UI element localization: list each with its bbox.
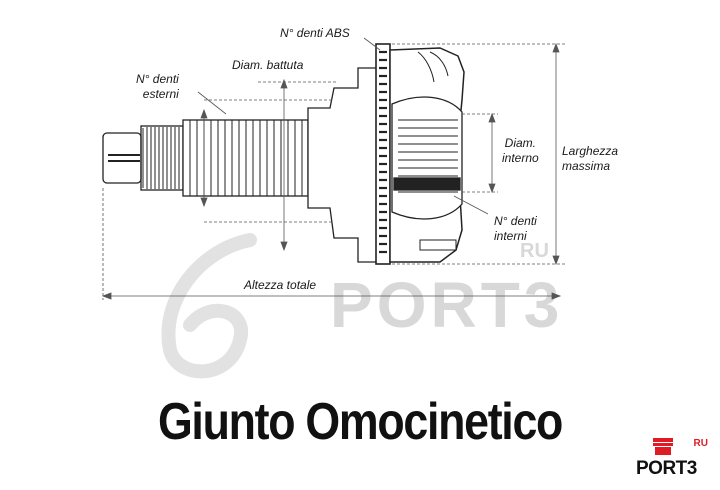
watermark-text: PORT3 (330, 269, 564, 341)
piston-icon (653, 438, 673, 455)
thread-lines (142, 127, 180, 189)
watermark-suffix: RU (520, 240, 549, 262)
label-max-width: Larghezza massima (562, 144, 618, 174)
dimension-lines (101, 37, 566, 300)
label-outer-teeth-line1: N° denti (136, 72, 179, 86)
cv-joint-drawing (101, 37, 566, 300)
label-max-width-line2: massima (562, 159, 611, 173)
abs-teeth (379, 50, 387, 254)
label-inner-diameter: Diam. interno (502, 136, 539, 166)
label-total-height: Altezza totale (244, 278, 317, 292)
label-inner-diameter-line1: Diam. (504, 136, 537, 150)
shaft-shoulder (307, 67, 385, 263)
label-inner-diameter-line2: interno (502, 151, 539, 165)
inner-bore (391, 96, 463, 220)
bore-spline-lines (398, 119, 458, 193)
threaded-tip (102, 132, 142, 184)
port3-logo: RU PORT3 (636, 436, 710, 480)
watermark: PORT3 (330, 268, 563, 342)
label-inner-teeth-line2: interni (494, 229, 527, 243)
label-max-width-line1: Larghezza (562, 144, 619, 158)
logo-suffix: RU (693, 438, 708, 449)
label-abs-teeth: N° denti ABS (280, 26, 350, 40)
label-outer-teeth-line2: esterni (142, 87, 179, 101)
logo-text: PORT3 (636, 458, 697, 479)
label-hub-diameter: Diam. battuta (232, 58, 304, 72)
diagram-title: Giunto Omocinetico (157, 393, 563, 451)
watermark-piston-icon (161, 233, 257, 379)
label-outer-teeth: N° denti esterni (136, 72, 179, 102)
label-inner-teeth: N° denti interni (494, 214, 537, 244)
label-inner-teeth-line1: N° denti (494, 214, 537, 228)
